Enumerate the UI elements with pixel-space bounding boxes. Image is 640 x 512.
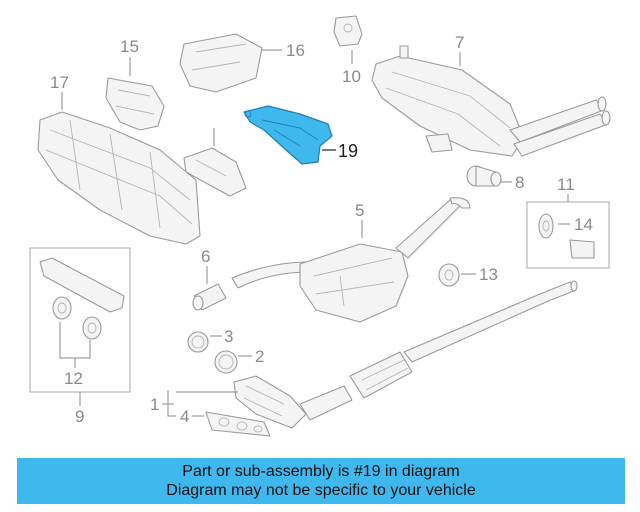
part-17-heat-shield[interactable] <box>37 111 201 245</box>
part-3-gasket[interactable] <box>187 331 209 353</box>
callout-13: 13 <box>479 265 498 284</box>
callout-1: 1 <box>150 395 159 414</box>
callout-11: 11 <box>557 175 575 194</box>
callout-17: 17 <box>50 73 69 92</box>
callout-2: 2 <box>255 347 264 366</box>
callout-14: 14 <box>574 215 593 234</box>
info-banner: Part or sub-assembly is #19 in diagram D… <box>17 458 625 504</box>
part-16-heat-shield[interactable] <box>179 33 263 93</box>
part-19-heat-shield-highlighted[interactable] <box>243 105 333 165</box>
callout-19: 19 <box>338 141 358 161</box>
banner-line-1: Part or sub-assembly is #19 in diagram <box>182 463 460 480</box>
banner-line-2: Diagram may not be specific to your vehi… <box>166 482 476 499</box>
part-10-hanger[interactable] <box>333 15 363 47</box>
part-14-insulator[interactable] <box>538 213 595 259</box>
callout-7: 7 <box>455 33 464 52</box>
callout-3: 3 <box>224 327 233 346</box>
callout-8: 8 <box>515 173 524 192</box>
callout-12: 12 <box>64 369 83 388</box>
callout-16: 16 <box>286 41 305 60</box>
part-8-clamp[interactable] <box>466 165 502 187</box>
part-5-center-muffler[interactable] <box>231 197 471 323</box>
part-18-bracket[interactable] <box>183 147 247 197</box>
part-4-gasket-plate[interactable] <box>205 411 271 437</box>
box-11-hanger-kit <box>526 194 610 269</box>
part-12-bracket-insulators[interactable] <box>39 257 125 340</box>
callout-15: 15 <box>120 37 139 56</box>
callout-9: 9 <box>75 407 84 426</box>
box-9-bracket-kit <box>29 247 131 406</box>
callout-5: 5 <box>355 201 364 220</box>
callout-4: 4 <box>180 407 189 426</box>
exhaust-parts-diagram: 17 15 16 10 7 <box>29 15 611 437</box>
part-1-front-pipe-converter[interactable] <box>233 280 578 429</box>
part-6-clamp[interactable] <box>192 283 227 311</box>
part-15-bracket[interactable] <box>105 77 165 131</box>
callout-10: 10 <box>342 67 361 86</box>
callout-6: 6 <box>201 247 210 266</box>
part-2-gasket[interactable] <box>214 350 238 374</box>
part-7-rear-muffler[interactable] <box>371 45 611 157</box>
part-13-insulator[interactable] <box>438 263 460 287</box>
